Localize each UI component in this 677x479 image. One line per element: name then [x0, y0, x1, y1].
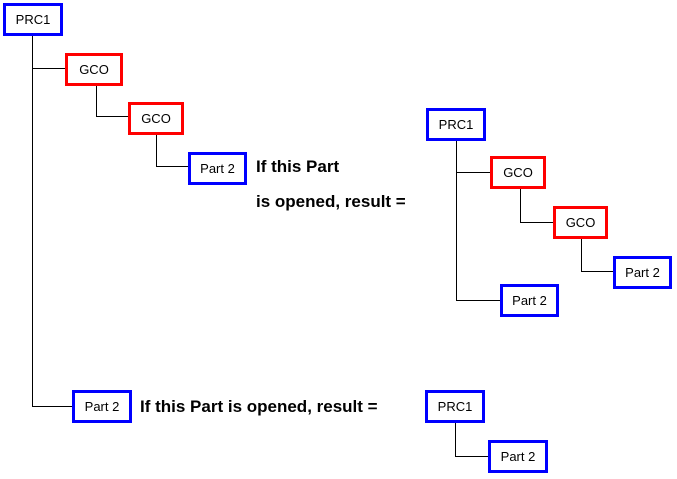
- node-label: Part 2: [512, 293, 547, 308]
- node-gco: GCO: [65, 53, 123, 86]
- node-label: Part 2: [200, 161, 235, 176]
- connector: [455, 456, 489, 457]
- connector: [581, 238, 582, 272]
- annotation-text: If this Part is opened, result =: [140, 397, 378, 416]
- node-label: PRC1: [437, 399, 473, 414]
- result-node-gco: GCO: [553, 206, 608, 239]
- node-part2: Part 2: [72, 390, 132, 423]
- connector: [32, 35, 33, 407]
- result2-node-part2: Part 2: [488, 440, 548, 473]
- annotation-text: is opened, result =: [256, 192, 406, 211]
- node-label: Part 2: [84, 399, 120, 414]
- connector: [456, 140, 457, 301]
- node-label: PRC1: [438, 117, 474, 132]
- connector: [156, 134, 157, 167]
- node-label: GCO: [503, 165, 533, 180]
- node-gco: GCO: [128, 102, 184, 135]
- connector: [456, 300, 501, 301]
- node-part2: Part 2: [188, 152, 247, 185]
- node-label: GCO: [565, 215, 596, 230]
- result-node-part2: Part 2: [500, 284, 559, 317]
- node-prc1: PRC1: [3, 3, 63, 36]
- connector: [32, 406, 73, 407]
- connector: [156, 166, 189, 167]
- connector: [96, 116, 129, 117]
- connector: [520, 188, 521, 223]
- result-node-prc1: PRC1: [426, 108, 486, 141]
- result-node-gco: GCO: [490, 156, 546, 189]
- node-label: GCO: [141, 111, 171, 126]
- node-label: GCO: [79, 62, 109, 77]
- connector: [32, 68, 66, 69]
- connector: [520, 222, 554, 223]
- node-label: Part 2: [500, 449, 536, 464]
- connector: [96, 86, 97, 117]
- node-label: PRC1: [15, 12, 51, 27]
- connector: [456, 172, 491, 173]
- result-node-part2: Part 2: [613, 256, 672, 289]
- result2-node-prc1: PRC1: [425, 390, 485, 423]
- connector: [581, 271, 614, 272]
- annotation-text: If this Part: [256, 157, 340, 176]
- connector: [455, 422, 456, 457]
- node-label: Part 2: [625, 265, 660, 280]
